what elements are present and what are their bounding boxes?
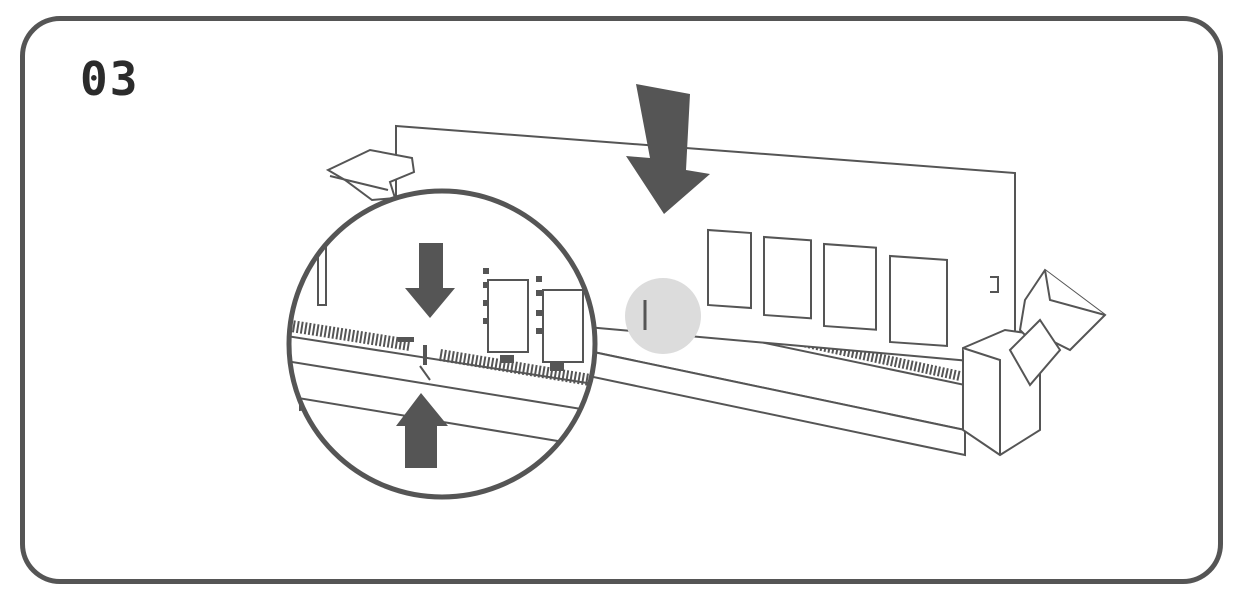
press-down-arrow-icon [626,84,710,214]
memory-chip [823,242,877,331]
zoom-down-arrow-icon [405,243,455,318]
notch-highlight [625,278,701,354]
zoom-circle [289,191,595,497]
memory-chip [707,228,752,310]
memory-chip [763,235,812,320]
zoom-detail [289,244,595,449]
memory-chip [889,254,948,348]
right-latch [962,268,1107,457]
step-number: 03 [80,52,140,106]
zoom-up-arrow-icon [396,393,448,468]
left-latch [325,148,416,202]
